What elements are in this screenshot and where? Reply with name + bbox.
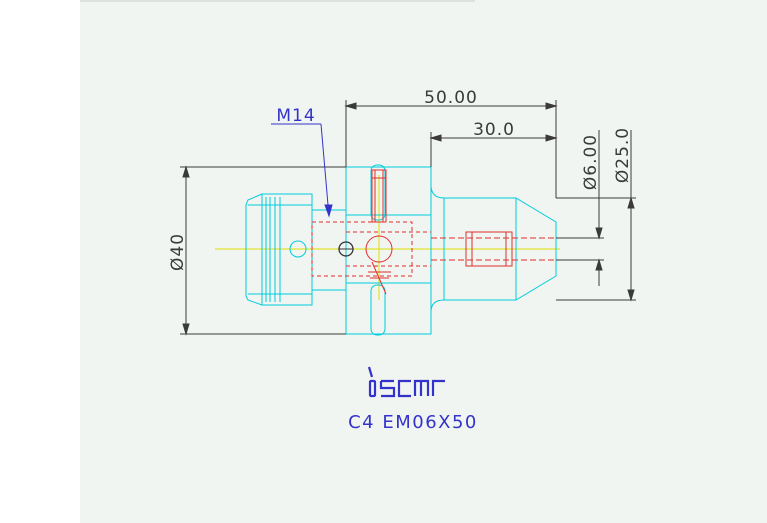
dim-body-diameter: Ø40	[168, 233, 188, 271]
dim-overall-length: 50.00	[424, 88, 478, 108]
dim-thread-label: M14	[276, 106, 315, 126]
thread-leader	[271, 123, 333, 218]
drawing-sheet	[80, 0, 767, 523]
dim-bore-diameter: Ø6.00	[581, 134, 601, 190]
part-number: C4 EM06X50	[348, 412, 478, 433]
iscar-logo	[367, 366, 445, 398]
collet-nut	[245, 193, 346, 306]
dim-shank-diameter: Ø25.0	[613, 127, 633, 183]
hidden-features	[311, 169, 556, 295]
dim-shank-length: 30.0	[473, 120, 515, 140]
holder-body	[345, 164, 557, 336]
